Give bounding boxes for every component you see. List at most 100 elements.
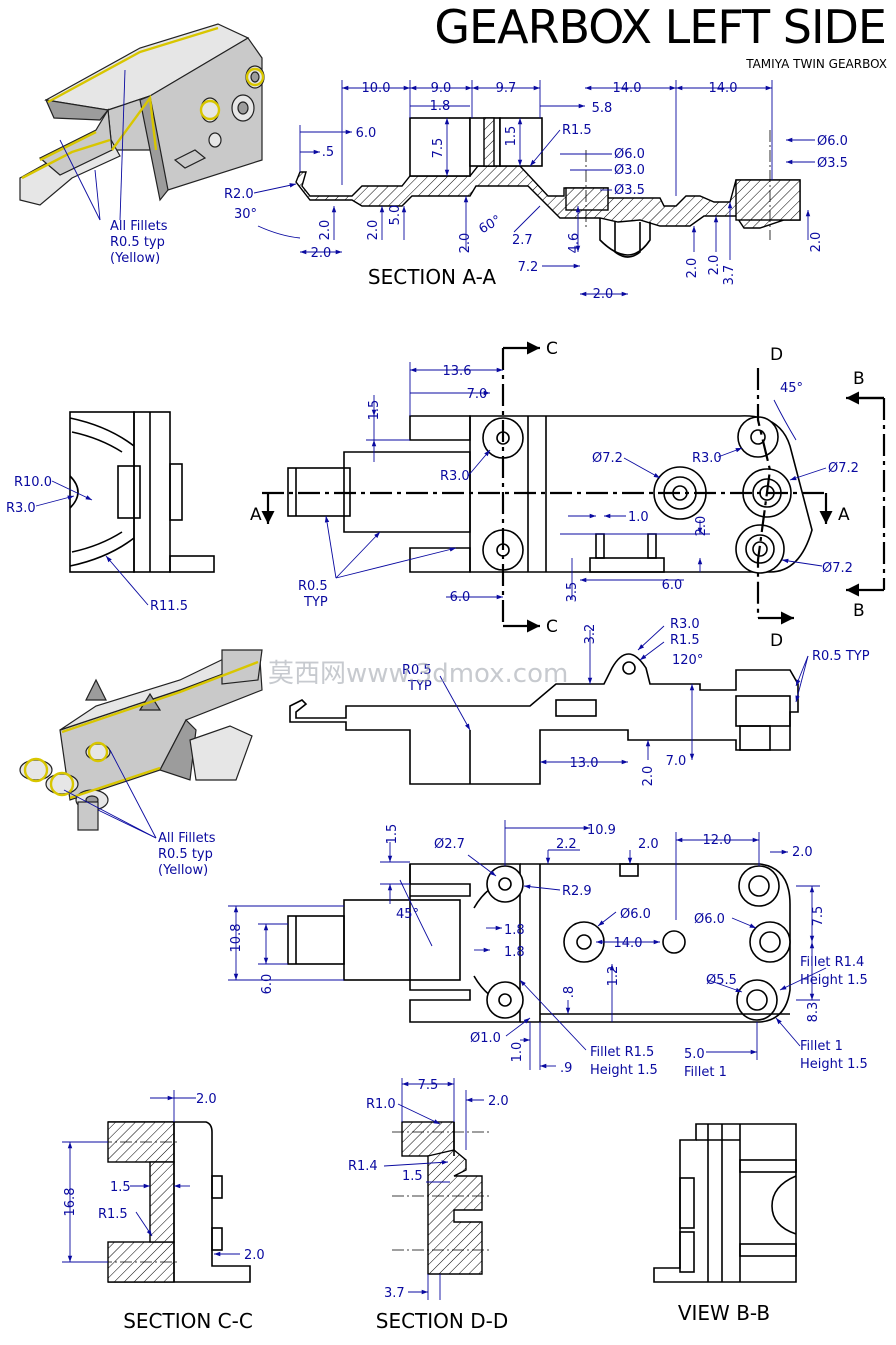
dim-bot-fillet-r1-4: Fillet R1.4 (800, 955, 864, 970)
dim-aa-7-2: 2.0 (593, 287, 614, 302)
side-elevation-view: 3.2 R3.0 R1.5 120° R0.5 TYP R0.5 TYP 13.… (289, 617, 870, 786)
cut-letter-c-bottom: C (546, 617, 558, 637)
dim-side-r0-5-typ: R0.5 TYP (812, 649, 870, 664)
dim-bot-0-8: .8 (562, 986, 577, 998)
cut-letter-a-left: A (250, 505, 262, 525)
dim-aa-5-8: 5.8 (592, 101, 613, 116)
dim-aa-2-b: 2.0 (366, 220, 381, 241)
dim-aa-2-a: 2.0 (318, 220, 333, 241)
dim-bot-fillet-r1-5: Fillet R1.5 (590, 1045, 654, 1060)
dim-aa-14-a: 14.0 (613, 81, 642, 96)
dim-bot-1-8-a: 1.8 (504, 923, 525, 938)
dim-left-r11-5: R11.5 (150, 599, 188, 614)
section-dd-label: SECTION D-D (376, 1309, 509, 1333)
dim-dd-7-5: 7.5 (418, 1078, 439, 1093)
dim-plan-6-left: 6.0 (450, 590, 471, 605)
dim-bot-45deg: 45° (396, 907, 419, 922)
isometric-view-top: All Fillets R0.5 typ (Yellow) (19, 23, 265, 266)
section-cc: 2.0 16.8 1.5 R1.5 2.0 SECTION C-C (62, 1090, 265, 1333)
dim-bot-12: 12.0 (703, 833, 732, 848)
dim-bot-7-5: 7.5 (811, 906, 826, 927)
dim-bot-height-1-5-a: Height 1.5 (800, 973, 868, 988)
dim-bot-1-8-b: 1.8 (504, 945, 525, 960)
dim-aa-d6-right: Ø6.0 (817, 134, 848, 149)
dim-aa-d3: Ø3.0 (614, 163, 645, 178)
cut-letter-c-top: C (546, 339, 558, 359)
dim-dd-r1-4: R1.4 (348, 1159, 378, 1174)
dim-aa-1-5: 1.5 (504, 126, 519, 147)
drawing-subtitle: TAMIYA TWIN GEARBOX (745, 57, 887, 71)
dim-plan-6-right: 6.0 (662, 578, 683, 593)
cut-letter-d-top: D (770, 345, 783, 365)
section-aa: 10.0 9.0 9.7 1.8 5.8 14.0 14.0 6.0 .5 7.… (224, 80, 848, 302)
dim-aa-9-7: 9.7 (496, 81, 517, 96)
dim-aa-d3-5-right: Ø3.5 (817, 156, 848, 171)
dim-aa-d3-5: Ø3.5 (614, 183, 645, 198)
dim-aa-1-8: 1.8 (430, 99, 451, 114)
dim-plan-7: 7.0 (467, 387, 488, 402)
dim-side-7: 7.0 (666, 754, 687, 769)
dim-aa-2-d: 2.0 (685, 258, 700, 279)
dim-dd-3-7: 3.7 (384, 1286, 405, 1301)
dim-left-r3: R3.0 (6, 501, 36, 516)
left-end-view: R10.0 R3.0 R11.5 (6, 411, 215, 614)
isometric-view-middle: All Fillets R0.5 typ (Yellow) (19, 649, 263, 878)
dim-bot-14: 14.0 (614, 936, 643, 951)
dim-dd-2: 2.0 (488, 1094, 509, 1109)
dim-aa-r2: R2.0 (224, 187, 254, 202)
dim-aa-d6: Ø6.0 (614, 147, 645, 162)
dim-bot-d6-b: Ø6.0 (694, 912, 725, 927)
dim-plan-d7-2-a: Ø7.2 (592, 451, 623, 466)
dim-plan-r3-left: R3.0 (440, 469, 470, 484)
dim-plan-d7-2-c: Ø7.2 (822, 561, 853, 576)
dim-aa-9: 9.0 (431, 81, 452, 96)
dim-plan-typ: TYP (303, 595, 328, 610)
dim-bot-2-right: 2.0 (792, 845, 813, 860)
dim-aa-7-5: 7.5 (431, 138, 446, 159)
iso-middle-note-line1: All Fillets (158, 831, 216, 846)
iso-middle-note-line3: (Yellow) (158, 863, 208, 878)
dim-bot-fillet-1-b: Fillet 1 (800, 1039, 843, 1054)
dim-aa-6: 6.0 (356, 126, 377, 141)
dim-side-typ: TYP (407, 679, 432, 694)
dim-plan-13-6: 13.6 (443, 364, 472, 379)
dim-cc-16-8: 16.8 (63, 1188, 78, 1217)
dim-bot-0-9: .9 (560, 1061, 572, 1076)
dim-aa-2-e: 2.0 (707, 255, 722, 276)
section-dd: 7.5 R1.0 2.0 R1.4 1.5 3.7 SECTION D-D (348, 1078, 509, 1333)
dim-aa-4-6: 7.2 (518, 260, 539, 275)
dim-left-r10: R10.0 (14, 475, 52, 490)
dim-cc-1-5: 1.5 (110, 1180, 131, 1195)
dim-aa-2-slant: 60° (477, 213, 504, 238)
dim-side-120deg: 120° (672, 653, 703, 668)
dim-aa-2-bottom: 2.0 (311, 246, 332, 261)
dim-aa-r1-5: R1.5 (562, 123, 592, 138)
dim-bot-height-1-5-b: Height 1.5 (590, 1063, 658, 1078)
section-aa-label: SECTION A-A (368, 265, 496, 289)
dim-aa-2-f: 3.7 (722, 265, 737, 286)
dim-plan-45deg: 45° (780, 381, 803, 396)
dim-side-3-2: 3.2 (583, 624, 598, 645)
view-bb: VIEW B-B (653, 1123, 797, 1325)
dim-cc-r1-5: R1.5 (98, 1207, 128, 1222)
dim-side-13: 13.0 (570, 756, 599, 771)
dim-aa-3-7: 2.0 (809, 232, 824, 253)
dim-side-r0-5: R0.5 (402, 663, 432, 678)
bottom-view: 1.5 Ø2.7 10.9 2.2 2.0 12.0 2.0 1.8 R2.9 … (228, 820, 868, 1080)
dim-bot-fillet-1-a: Fillet 1 (684, 1065, 727, 1080)
dim-bot-1: 1.0 (510, 1042, 525, 1063)
dim-bot-2: 2.0 (638, 837, 659, 852)
iso-middle-note-line2: R0.5 typ (158, 847, 213, 862)
dim-plan-r3-right: R3.0 (692, 451, 722, 466)
dim-bot-10-9: 10.9 (587, 823, 616, 838)
dim-cc-2-top: 2.0 (196, 1092, 217, 1107)
dim-aa-2-7: 4.6 (567, 233, 582, 254)
dim-aa-10: 10.0 (362, 81, 391, 96)
cut-letter-b-top: B (853, 369, 865, 389)
drawing-title: GEARBOX LEFT SIDE (434, 0, 886, 54)
dim-bot-10-8: 10.8 (229, 924, 244, 953)
dim-bot-1-5: 1.5 (385, 824, 400, 845)
dim-bot-5: 5.0 (684, 1047, 705, 1062)
dim-aa-0-5: .5 (322, 145, 334, 160)
dim-plan-3-5: 3.5 (565, 582, 580, 603)
